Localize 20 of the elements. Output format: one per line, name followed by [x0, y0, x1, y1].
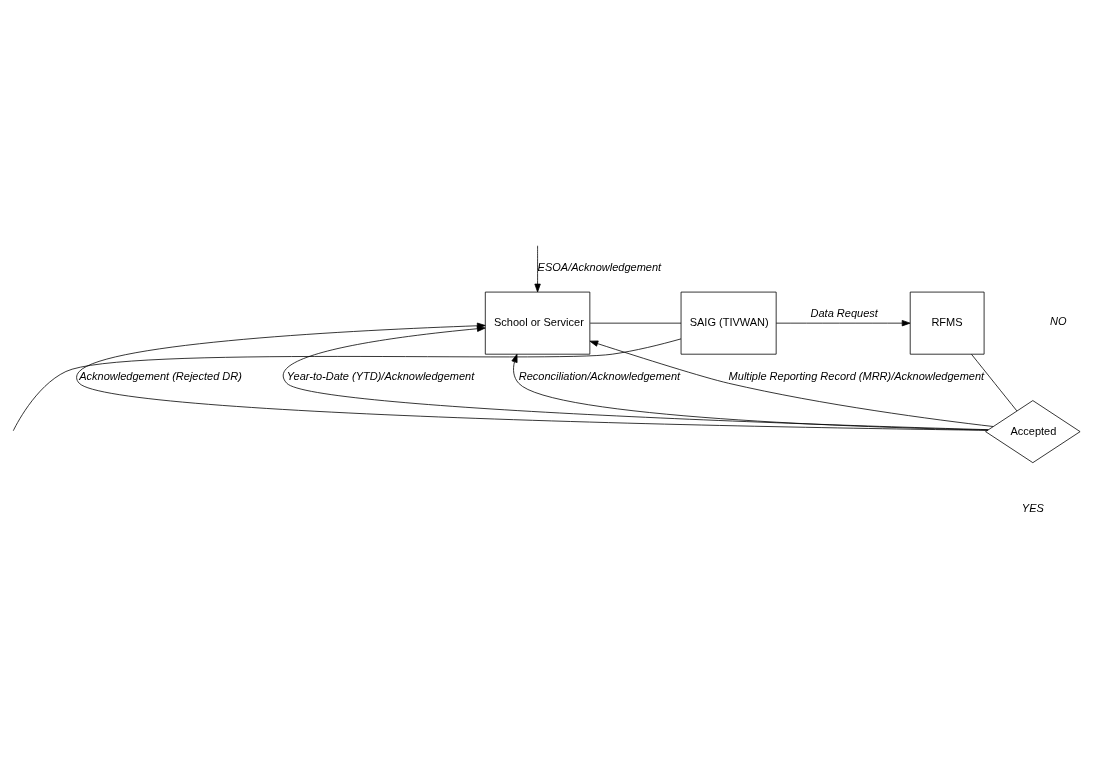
label: NO [1050, 314, 1067, 327]
arrow [534, 244, 541, 292]
node-box: SAIG (TIVWAN) [680, 291, 777, 355]
edge-label: Acknowledgement (Rejected DR) [79, 369, 242, 382]
connector [971, 353, 1018, 411]
node-box: RFMS [909, 291, 985, 355]
connector [12, 338, 682, 431]
arrow [511, 353, 989, 430]
edge-label: ESOA/Acknowledgement [537, 260, 662, 273]
arrow [589, 340, 994, 427]
arrow [282, 325, 989, 430]
edge-label: Multiple Reporting Record (MRR)/Acknowledgement [728, 369, 985, 382]
connector [589, 322, 682, 324]
edge-label: Reconciliation/Acknowledgement [518, 369, 681, 382]
node-diamond: Accepted [985, 399, 1081, 463]
edge-label: Data Request [810, 306, 878, 319]
label: YES [1021, 501, 1044, 514]
edge-label: Year-to-Date (YTD)/Acknowledgement [286, 369, 475, 382]
arrow [775, 319, 911, 326]
node-box: School or Servicer [484, 291, 591, 355]
